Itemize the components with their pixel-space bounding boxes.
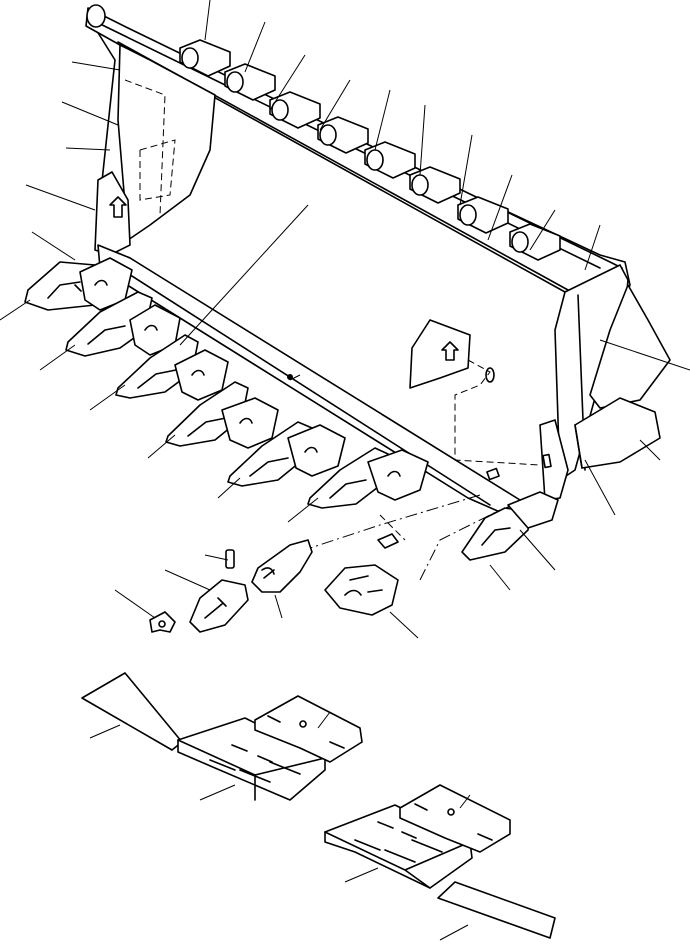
bucket-assembly	[85, 4, 671, 581]
back-wall-plate	[409, 319, 471, 389]
left-side-cutter	[94, 171, 131, 256]
exploded-tooth-parts	[149, 533, 399, 633]
wear-plate-group-1	[81, 672, 363, 801]
tooth-pin	[225, 549, 235, 569]
dashed-guide-2	[379, 514, 406, 541]
bucket-tooth	[307, 447, 429, 509]
back-wall-lug	[485, 367, 495, 383]
bucket-tooth	[115, 334, 229, 401]
rim-end-cap	[86, 4, 106, 28]
bucket-tooth	[65, 291, 181, 357]
wedge-plate	[437, 881, 556, 939]
hinge-lugs	[179, 39, 561, 261]
bucket-tooth	[165, 381, 279, 449]
wedge-plate	[81, 672, 183, 751]
center-reference-dot	[287, 374, 293, 380]
centerline-teeth	[279, 494, 481, 559]
right-side-cutter	[539, 419, 569, 501]
tooth-row	[24, 257, 559, 561]
bucket-tooth	[227, 421, 346, 487]
wear-plate-group-2	[324, 784, 556, 939]
small-wear-plate	[254, 695, 363, 763]
dashed-guide-1	[454, 359, 541, 466]
bucket-tooth	[24, 257, 133, 311]
retainer-clip	[149, 611, 176, 633]
tooth-point	[251, 539, 313, 593]
wear-shroud	[324, 564, 399, 616]
corner-tooth	[461, 491, 559, 561]
lock-block	[377, 533, 399, 549]
